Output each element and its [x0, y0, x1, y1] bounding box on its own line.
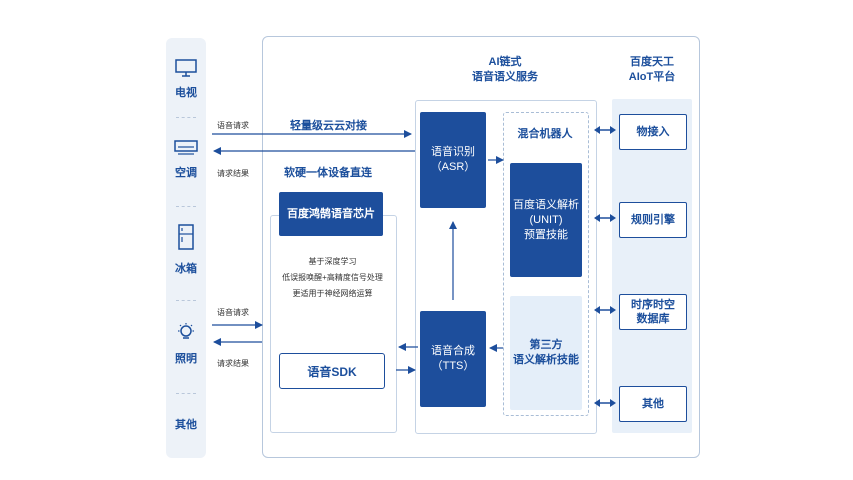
device-label-other: 其他	[175, 419, 197, 431]
aiot-item-access: 物接入	[619, 114, 687, 150]
chip-feature: 低误报唤醒+高精度信号处理	[282, 273, 383, 282]
aiot-column	[612, 99, 692, 433]
ai-service-frame	[415, 100, 597, 434]
aiot-title: 百度天工 AIoT平台	[628, 56, 676, 83]
aiot-item-tsdb: 时序时空 数据库	[619, 294, 687, 330]
air-conditioner-icon	[174, 138, 198, 158]
third-party-skill-box: 第三方 语义解析技能	[510, 296, 582, 410]
device-label-tv: 电视	[175, 87, 197, 99]
hybrid-robot-frame	[503, 112, 589, 416]
main-frame	[262, 36, 700, 458]
unit-box: 百度语义解析 (UNIT) 预置技能	[510, 163, 582, 277]
chip-frame	[270, 215, 397, 433]
device-label-ac: 空调	[175, 167, 197, 179]
voice-sdk-box: 语音SDK	[279, 353, 385, 389]
voice-request-label: 语音请求	[217, 308, 249, 317]
fridge-icon	[174, 224, 198, 250]
device-label-lighting: 照明	[175, 353, 197, 365]
divider	[176, 393, 196, 394]
chip-feature: 基于深度学习	[308, 257, 357, 266]
chip-feature: 更适用于神经网络运算	[292, 289, 373, 298]
tts-box: 语音合成 （TTS）	[420, 311, 486, 407]
cloud-link-label: 轻量级云云对接	[290, 120, 367, 132]
hardware-link-label: 软硬一体设备直连	[284, 167, 372, 179]
chip-title-box: 百度鸿鹄语音芯片	[279, 192, 383, 236]
aiot-item-other: 其他	[619, 386, 687, 422]
request-result-label: 请求结果	[217, 359, 249, 368]
voice-request-label: 语音请求	[217, 121, 249, 130]
asr-box: 语音识别 （ASR）	[420, 112, 486, 208]
divider	[176, 300, 196, 301]
hybrid-robot-title: 混合机器人	[517, 128, 573, 140]
ai-service-title: AI链式 语音语义服务	[472, 56, 538, 83]
tv-icon	[174, 58, 198, 78]
device-panel: 电视 空调 冰箱 照明 其他	[166, 38, 206, 458]
divider	[176, 206, 196, 207]
request-result-label: 请求结果	[217, 169, 249, 178]
aiot-item-rules: 规则引擎	[619, 202, 687, 238]
lightbulb-icon	[174, 322, 198, 342]
device-label-fridge: 冰箱	[175, 263, 197, 275]
divider	[176, 117, 196, 118]
